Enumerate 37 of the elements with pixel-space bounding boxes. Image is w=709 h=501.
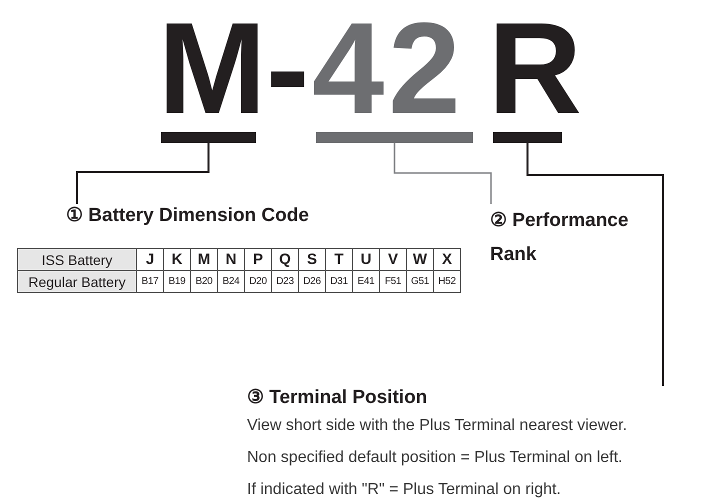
table-cell: B20 bbox=[190, 270, 218, 292]
leader-line bbox=[76, 143, 210, 204]
table-cell: B17 bbox=[136, 270, 164, 292]
table-cell: E41 bbox=[352, 270, 380, 292]
row-header-cell: Regular Battery bbox=[18, 270, 136, 292]
table-cell: D20 bbox=[244, 270, 272, 292]
table-cell: D23 bbox=[272, 270, 298, 292]
table-cell: D31 bbox=[326, 270, 352, 292]
table-cell: W bbox=[406, 248, 434, 270]
table-cell: H52 bbox=[434, 270, 460, 292]
section-heading: ③ Terminal Position bbox=[247, 386, 428, 410]
table-cell: B24 bbox=[218, 270, 244, 292]
table-cell: G51 bbox=[406, 270, 434, 292]
table-cell: S bbox=[298, 248, 326, 270]
code-character: R bbox=[488, 18, 586, 118]
table-cell: J bbox=[136, 248, 164, 270]
row-header-cell: ISS Battery bbox=[18, 248, 136, 270]
section-heading: ② Performance Rank bbox=[490, 209, 630, 267]
table-cell: N bbox=[218, 248, 244, 270]
code-character: 42 bbox=[312, 18, 465, 118]
table-cell: U bbox=[352, 248, 380, 270]
table-cell: T bbox=[326, 248, 352, 270]
section-heading: ① Battery Dimension Code bbox=[66, 204, 309, 228]
table-cell: F51 bbox=[380, 270, 406, 292]
table-cell: M bbox=[190, 248, 218, 270]
table-cell: Q bbox=[272, 248, 298, 270]
table-cell: P bbox=[244, 248, 272, 270]
leader-line bbox=[394, 143, 492, 204]
table-cell: K bbox=[164, 248, 190, 270]
description-text: Non specified default position = Plus Terminal on left. bbox=[247, 448, 624, 468]
table-cell: X bbox=[434, 248, 460, 270]
table-cell: D26 bbox=[298, 270, 326, 292]
leader-line bbox=[526, 143, 664, 386]
description-text: If indicated with "R" = Plus Terminal on right. bbox=[247, 480, 562, 500]
table-cell: B19 bbox=[164, 270, 190, 292]
description-text: View short side with the Plus Terminal nearest viewer. bbox=[247, 416, 628, 436]
table-cell: V bbox=[380, 248, 406, 270]
